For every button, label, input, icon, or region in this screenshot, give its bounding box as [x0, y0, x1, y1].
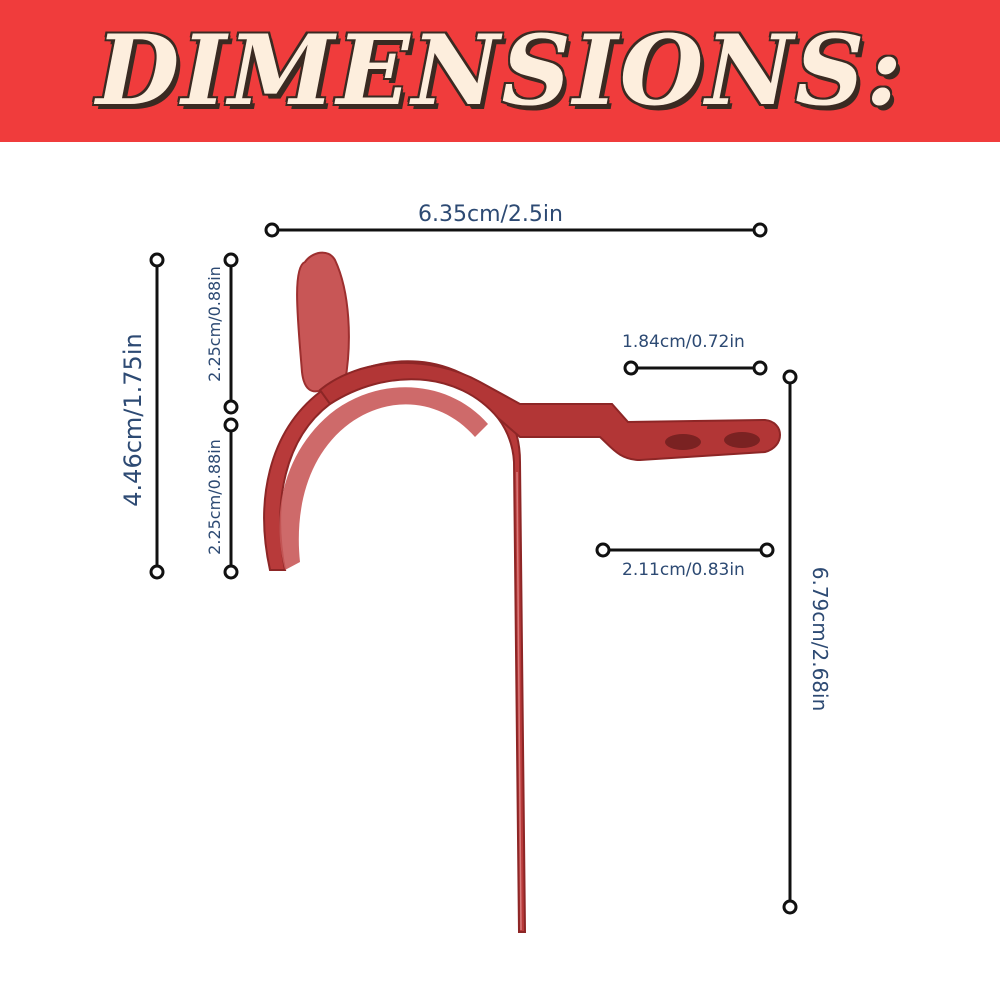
tab-upper-end-dot	[752, 360, 768, 376]
total-height-bottom-dot	[149, 564, 165, 580]
width-line-start-dot	[264, 222, 280, 238]
upper-half-bottom-dot	[223, 399, 239, 415]
product-diagram: 6.35cm/2.5in 1.84cm/0.72in 2.11cm/0.83in…	[0, 142, 1000, 1000]
stem-highlight	[516, 471, 522, 931]
total-height-top-dot	[149, 252, 165, 268]
upper-half-top-dot	[223, 252, 239, 268]
bracket-arc-inner	[279, 387, 488, 570]
header-banner: DIMENSIONS:	[0, 0, 1000, 142]
width-line-end-dot	[752, 222, 768, 238]
lower-half-top-dot	[223, 417, 239, 433]
tab-lower-start-dot	[595, 542, 611, 558]
banner-title: DIMENSIONS:	[96, 14, 904, 127]
product-illustration	[149, 222, 798, 933]
upper-half-label: 2.25cm/0.88in	[205, 266, 224, 382]
tab-upper-label: 1.84cm/0.72in	[622, 332, 745, 352]
lower-half-bottom-dot	[223, 564, 239, 580]
width-label: 6.35cm/2.5in	[418, 202, 563, 227]
tab-upper-start-dot	[623, 360, 639, 376]
overall-height-label: 6.79cm/2.68in	[808, 566, 832, 712]
total-height-label: 4.46cm/1.75in	[119, 333, 147, 507]
tab-hole-1	[665, 434, 701, 450]
overall-height-bottom-dot	[782, 899, 798, 915]
bracket-hook	[263, 251, 781, 933]
bracket-disc	[296, 251, 350, 393]
bracket-top-band	[318, 362, 781, 462]
tab-hole-2	[724, 432, 760, 448]
tab-lower-end-dot	[759, 542, 775, 558]
tab-lower-label: 2.11cm/0.83in	[622, 560, 745, 580]
dimension-lines	[149, 222, 798, 915]
overall-height-top-dot	[782, 369, 798, 385]
lower-half-label: 2.25cm/0.88in	[205, 439, 224, 555]
